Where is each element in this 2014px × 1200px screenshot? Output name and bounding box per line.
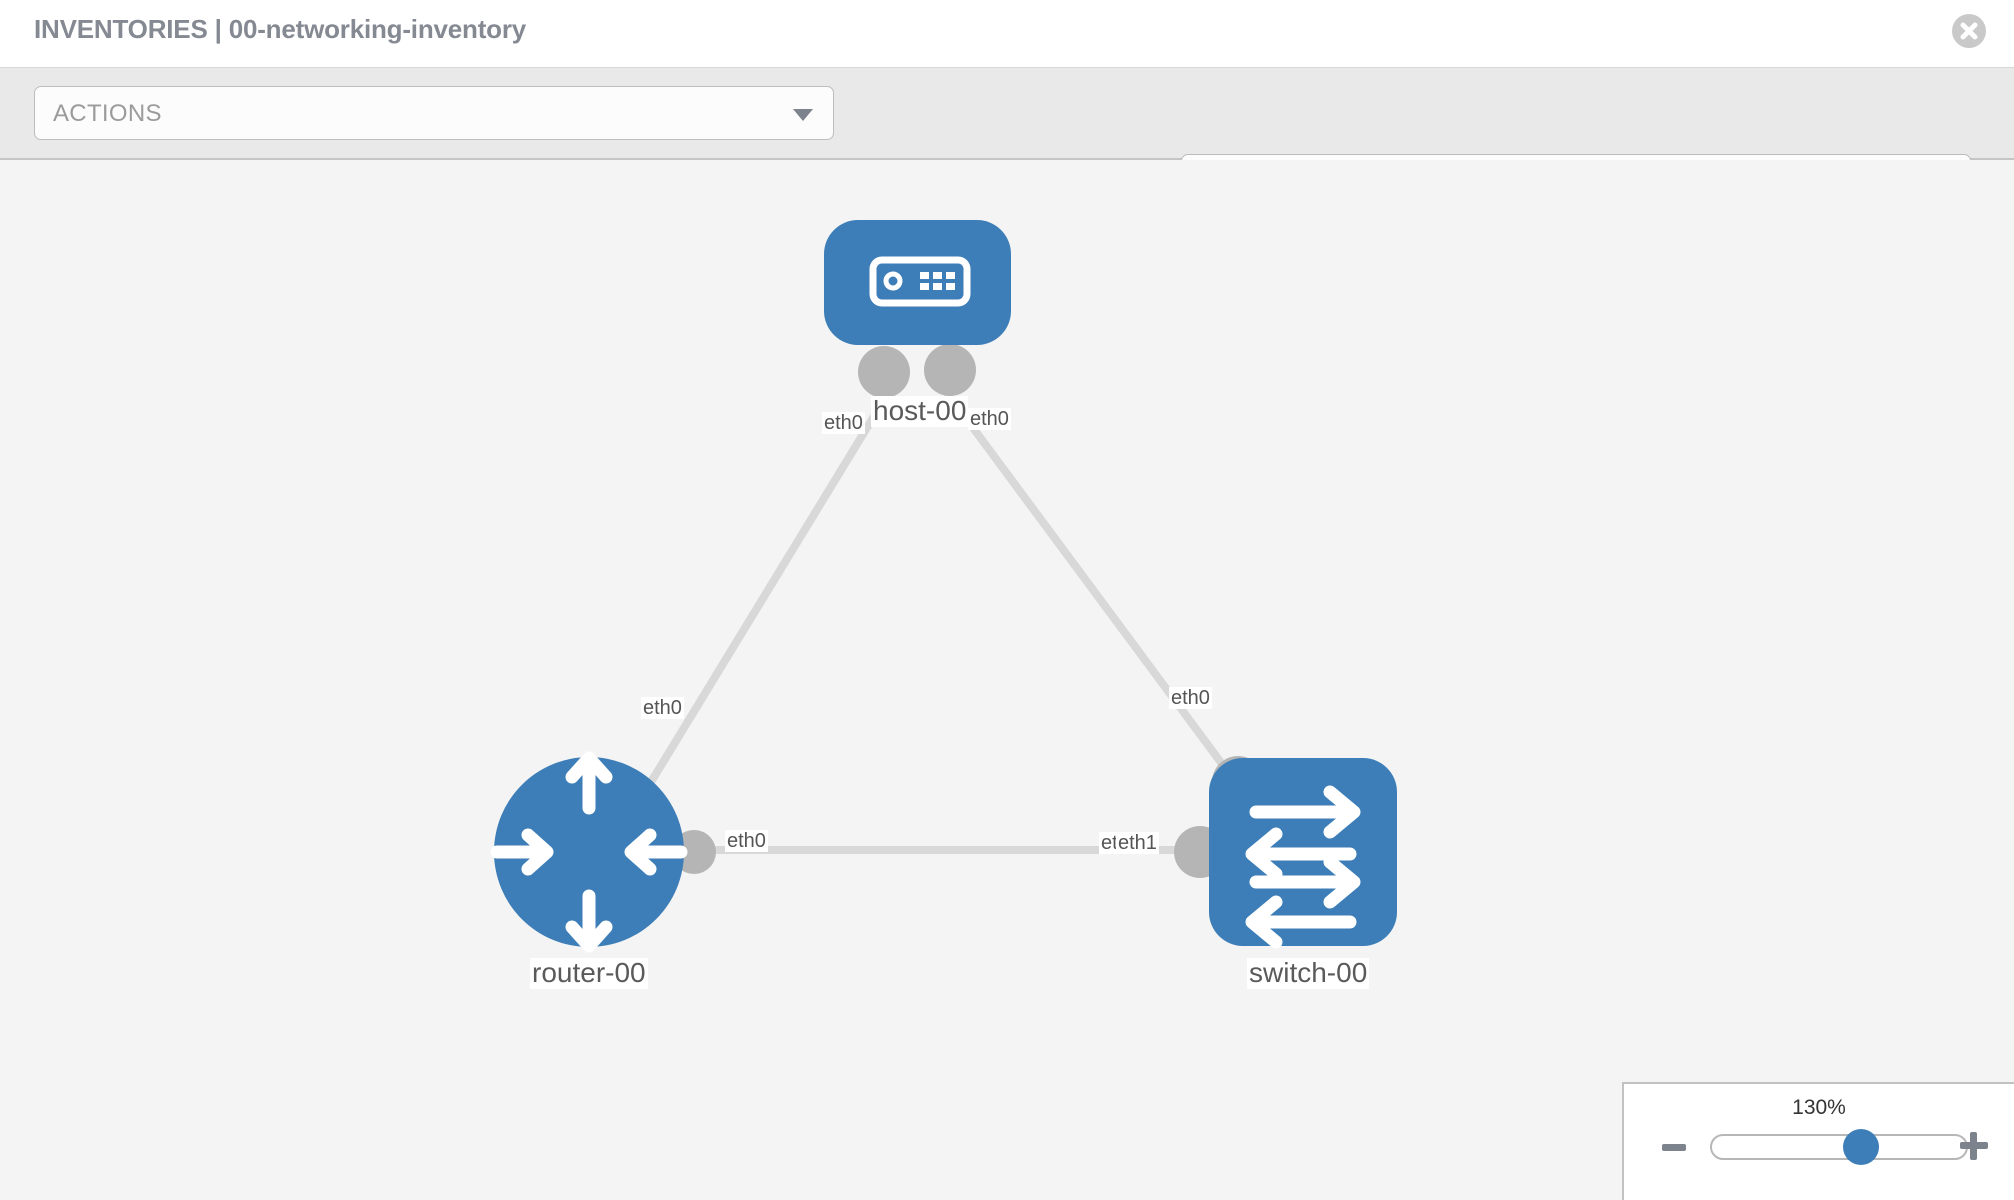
switch-arrows-icon-lower xyxy=(1245,855,1361,949)
server-appliance-icon xyxy=(869,256,971,307)
link-host-switch xyxy=(941,387,1249,798)
link-host-router xyxy=(636,387,894,803)
actions-dropdown-label: ACTIONS xyxy=(53,100,162,127)
router-arrows-icon xyxy=(490,751,688,953)
iface-label-switch-eth1: eth1 xyxy=(1116,832,1159,854)
close-icon[interactable] xyxy=(1952,14,1986,48)
switch-arrows-icon xyxy=(1245,785,1361,881)
toolbar: ACTIONS SEARCH xyxy=(0,68,2014,208)
chevron-down-icon xyxy=(793,109,813,121)
node-label-switch-00: switch-00 xyxy=(1247,957,1370,989)
node-label-host-00: host-00 xyxy=(871,395,969,427)
topology-canvas[interactable]: host-00 router-00 switch-00 eth0 eth0 et… xyxy=(0,160,2014,1200)
iface-label-router-eth0-east: eth0 xyxy=(725,830,768,852)
iface-label-switch-eth0-uplink: eth0 xyxy=(1169,687,1212,709)
iface-label-host-eth0-right: eth0 xyxy=(968,408,1011,430)
topology-graph xyxy=(490,220,1397,953)
iface-label-router-eth0-uplink: eth0 xyxy=(641,697,684,719)
node-router-00 xyxy=(490,751,688,953)
node-label-router-00: router-00 xyxy=(530,957,648,989)
iface-label-host-eth0-left: eth0 xyxy=(822,412,865,434)
zoom-slider-thumb[interactable] xyxy=(1843,1129,1880,1165)
port-host-right xyxy=(924,344,976,396)
zoom-level-label: 130% xyxy=(1792,1096,1846,1119)
zoom-control-panel: 130% xyxy=(1622,1082,2014,1200)
topology-links xyxy=(636,387,1250,854)
actions-dropdown[interactable]: ACTIONS xyxy=(34,86,834,140)
zoom-in-button[interactable] xyxy=(1960,1132,1988,1160)
zoom-out-button[interactable] xyxy=(1662,1144,1686,1151)
page-header: INVENTORIES | 00-networking-inventory xyxy=(0,0,2014,68)
node-host-00 xyxy=(824,220,1011,345)
zoom-slider-track[interactable] xyxy=(1710,1134,1968,1160)
page-title: INVENTORIES | 00-networking-inventory xyxy=(34,14,527,44)
node-switch-00 xyxy=(1209,758,1397,949)
port-host-left xyxy=(858,346,910,398)
